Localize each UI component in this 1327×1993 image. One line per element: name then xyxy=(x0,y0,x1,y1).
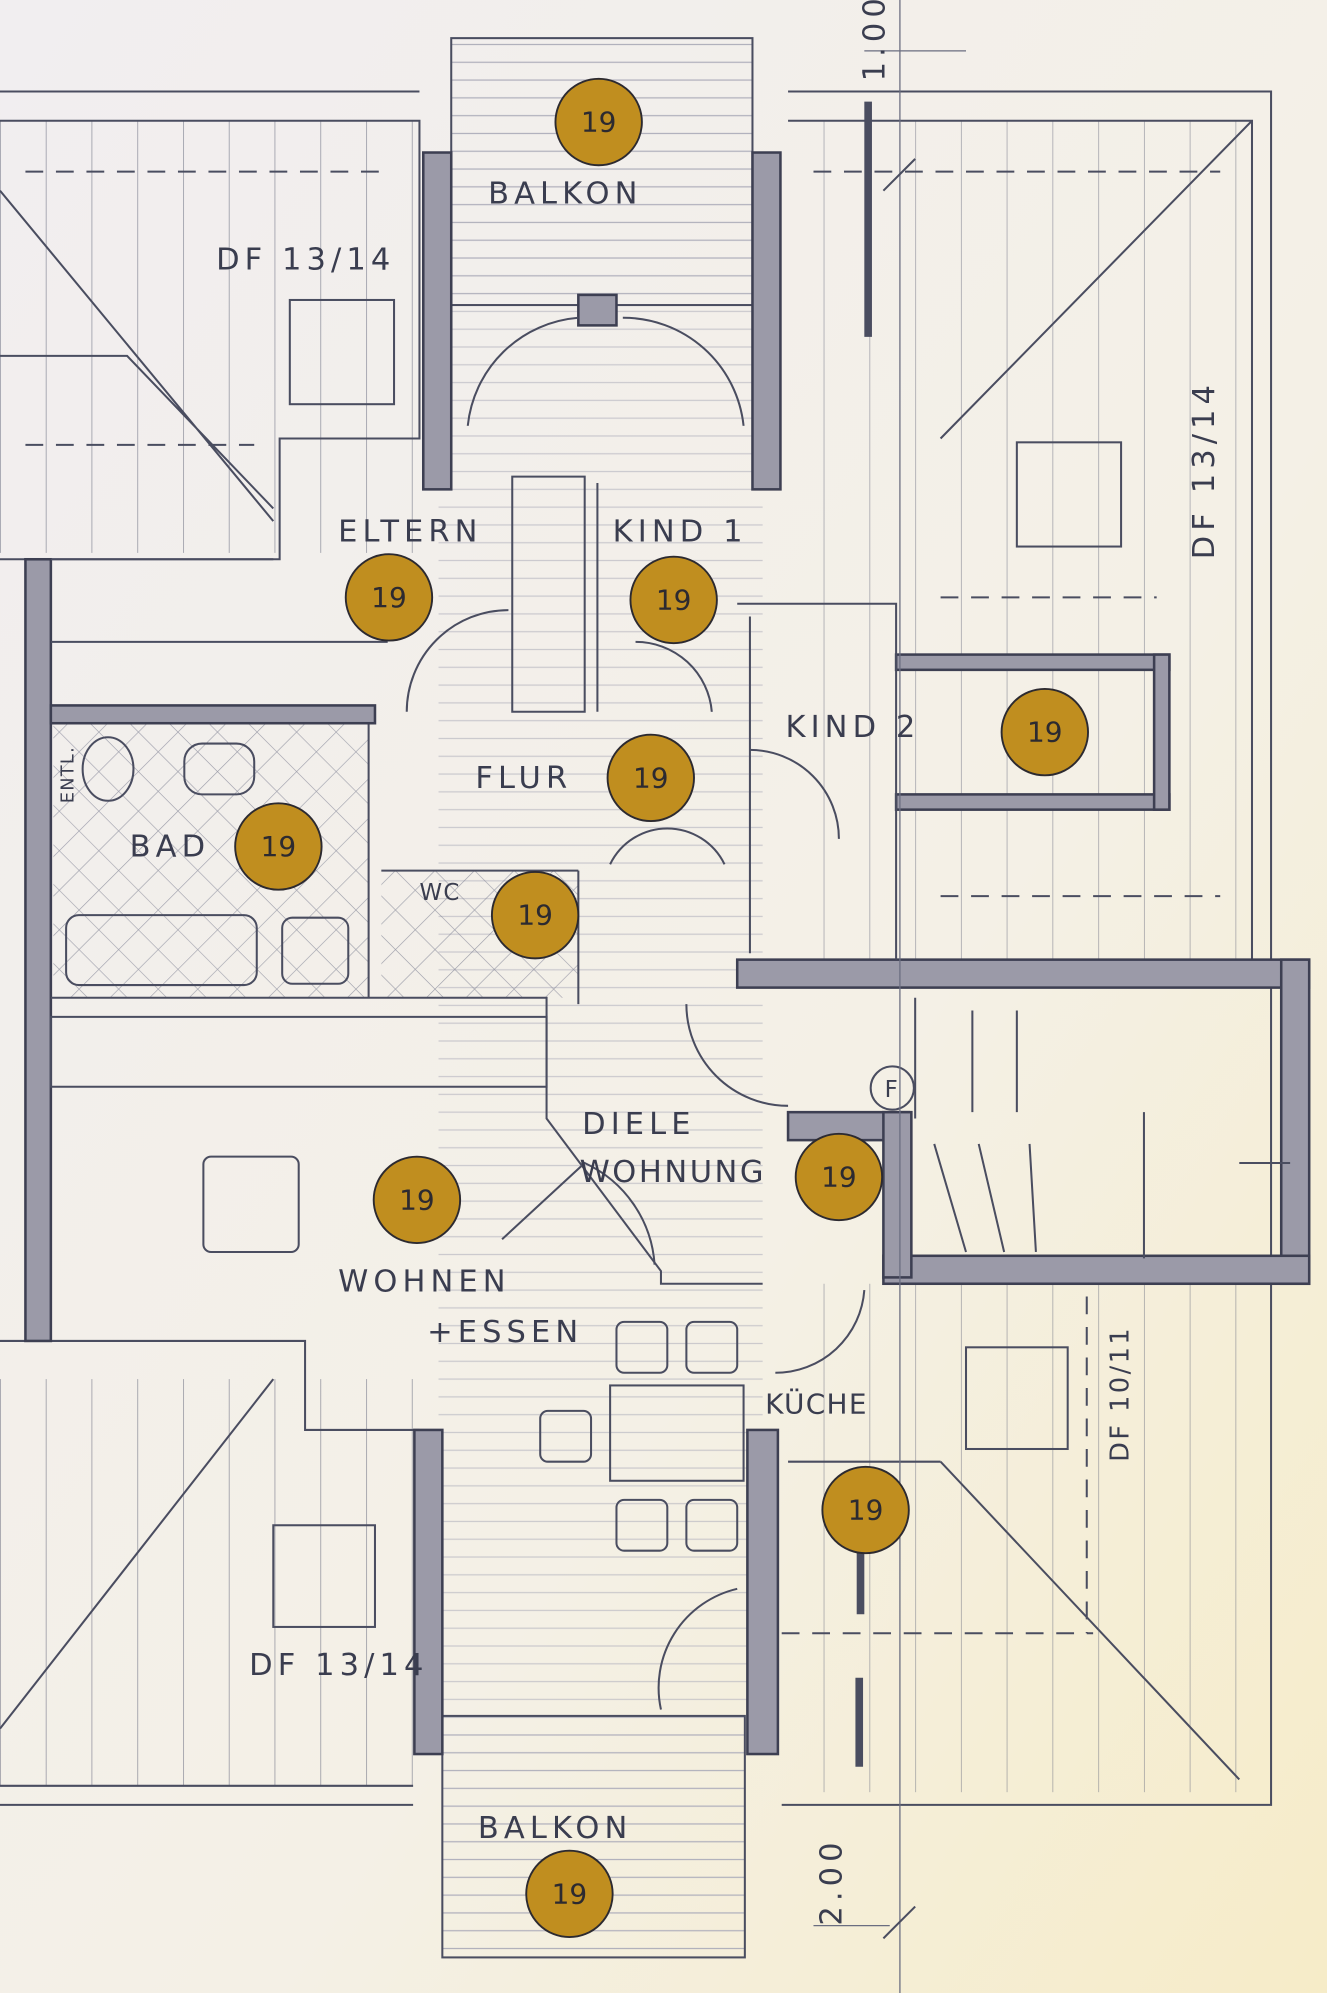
svg-text:19: 19 xyxy=(848,1494,884,1527)
walls xyxy=(24,151,1311,1756)
svg-text:19: 19 xyxy=(552,1877,588,1910)
badge-diele[interactable]: 19 xyxy=(794,1132,884,1222)
svg-text:19: 19 xyxy=(399,1183,435,1216)
badge-kueche[interactable]: 19 xyxy=(821,1465,910,1555)
badge-wc[interactable]: 19 xyxy=(490,870,580,960)
badge-eltern[interactable]: 19 xyxy=(344,553,434,642)
badge-wohnen[interactable]: 19 xyxy=(372,1155,462,1245)
roof-top-left xyxy=(0,90,421,561)
badge-kind-1[interactable]: 19 xyxy=(629,555,718,645)
roof-bottom-left xyxy=(0,1339,420,1806)
interior-lines xyxy=(49,316,1145,1710)
label-entl: ENTL. xyxy=(58,746,79,803)
dimension-lines xyxy=(813,0,1291,1993)
label-f-marker: F xyxy=(885,1077,898,1103)
svg-text:19: 19 xyxy=(1027,716,1063,749)
label-wohnung: WOHNUNG xyxy=(580,1155,766,1190)
svg-text:19: 19 xyxy=(261,830,297,863)
label-df-kitchen: DF 10/11 xyxy=(1105,1326,1135,1462)
svg-text:19: 19 xyxy=(371,581,407,614)
label-wc: WC xyxy=(419,880,460,906)
label-df-right: DF 13/14 xyxy=(1187,380,1222,559)
dimension-top: 1.00 xyxy=(858,0,893,81)
svg-text:19: 19 xyxy=(821,1160,857,1193)
badge-flur[interactable]: 19 xyxy=(606,733,695,823)
label-df-top-left: DF 13/14 xyxy=(216,242,395,277)
svg-text:19: 19 xyxy=(633,761,669,794)
badge-kind-2[interactable]: 19 xyxy=(1000,687,1089,777)
dimension-bottom: 2.00 xyxy=(814,1837,849,1925)
svg-text:19: 19 xyxy=(656,583,692,616)
label-eltern: ELTERN xyxy=(338,514,482,549)
label-kueche: KÜCHE xyxy=(765,1386,868,1420)
label-kind-2: KIND 2 xyxy=(786,710,921,745)
label-df-bottom-left: DF 13/14 xyxy=(249,1648,428,1683)
label-diele: DIELE xyxy=(582,1107,695,1142)
label-flur: FLUR xyxy=(475,761,572,796)
svg-text:19: 19 xyxy=(517,899,553,932)
svg-text:19: 19 xyxy=(581,106,617,139)
badge-balkon-top[interactable]: 19 xyxy=(554,77,643,167)
badge-bad[interactable]: 19 xyxy=(234,802,323,891)
badge-balkon-bottom[interactable]: 19 xyxy=(525,1849,614,1939)
label-bad: BAD xyxy=(130,830,211,865)
label-kind-1: KIND 1 xyxy=(613,514,748,549)
label-balkon-top: BALKON xyxy=(488,176,642,211)
label-balkon-bottom: BALKON xyxy=(478,1811,632,1846)
label-essen: +ESSEN xyxy=(427,1315,583,1350)
bathroom-tiles xyxy=(53,724,369,998)
label-wohnen: WOHNEN xyxy=(338,1264,511,1299)
